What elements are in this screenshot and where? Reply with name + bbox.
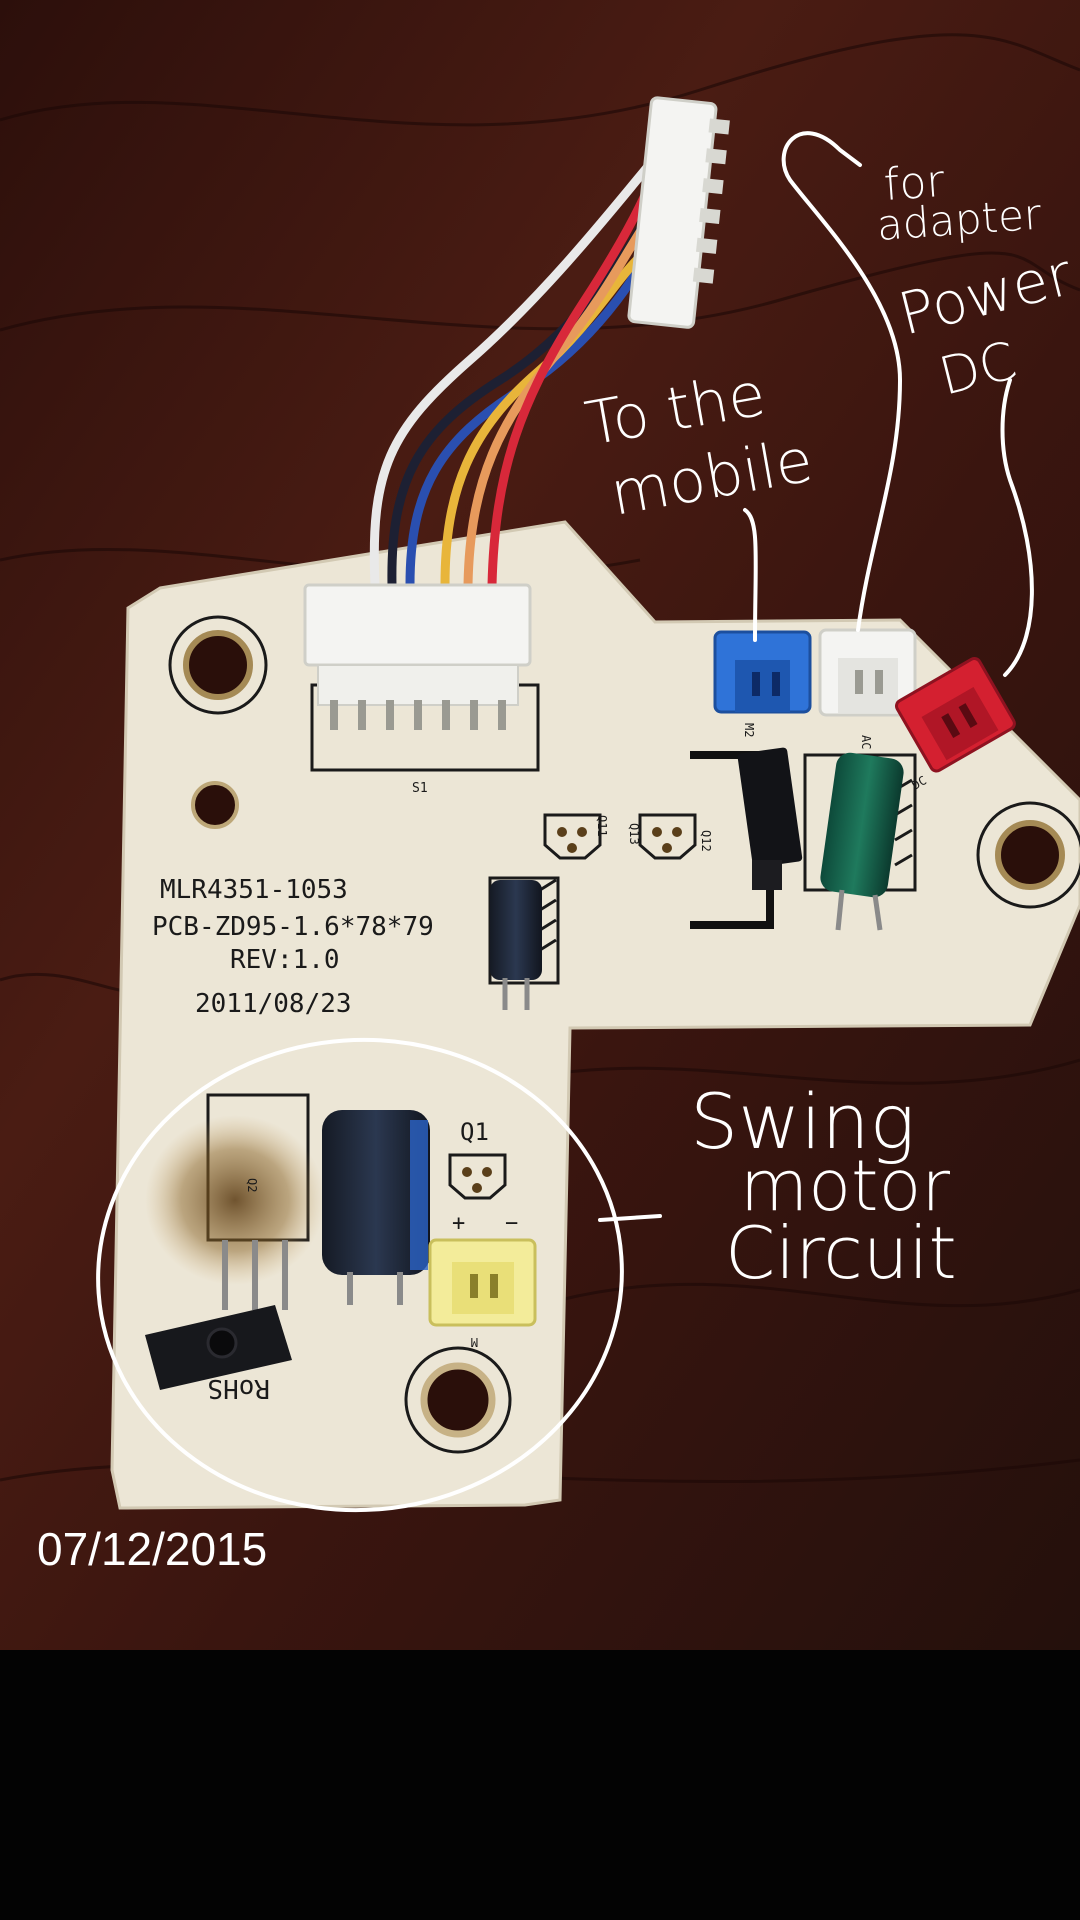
s1-header-connector (303, 583, 532, 730)
annotation-swing-line3: Circuit (725, 1211, 957, 1295)
red-connector-power (894, 657, 1016, 773)
pcb-plus: + (452, 1211, 465, 1236)
annotation-strokes (96, 131, 1034, 1513)
m2-transistor (737, 747, 803, 890)
solder-pads (462, 827, 682, 1193)
annotation-adapter-line2: adapter (875, 190, 1043, 250)
mounting-hole-right (976, 801, 1080, 909)
pcb-q13-label: Q13 (627, 823, 641, 845)
pcb-q2-label: Q2 (245, 1178, 259, 1192)
mounting-hole-top-left (168, 615, 268, 715)
blue-connector-mobile (713, 630, 812, 714)
small-capacitor (490, 880, 542, 1010)
large-capacitor (322, 1110, 430, 1305)
black-band (0, 1650, 1080, 1920)
yellow-connector-motor (428, 1238, 537, 1327)
green-capacitor (820, 752, 904, 931)
pcb-q11-label: Q11 (595, 815, 609, 837)
pcb-rohs: RoHS (207, 1373, 270, 1403)
pcb-s1-label: S1 (412, 781, 428, 796)
pcb-m2-label: M2 (742, 723, 756, 737)
pcb-revision: REV:1.0 (230, 945, 340, 975)
burn-mark (145, 1115, 325, 1285)
mounting-hole-bottom (404, 1346, 512, 1454)
pcb-m-label: M (471, 1335, 478, 1349)
annotation-adapter-line1: for (882, 156, 947, 211)
white-connector-adapter (818, 628, 917, 717)
mounting-hole-small (191, 781, 239, 829)
annotation-swing-line1: Swing (690, 1077, 915, 1166)
pcb-dc-label: DC (910, 773, 930, 792)
photo-timestamp: 07/12/2015 (37, 1523, 267, 1575)
top-connector (627, 96, 730, 329)
pcb-q12-label: Q12 (699, 830, 713, 852)
pcb-minus: − (505, 1211, 518, 1236)
pcb-part-number: MLR4351-1053 (160, 875, 348, 905)
pcb-ac-label: AC (859, 735, 873, 749)
q2-regulator (145, 1240, 292, 1390)
pcb-code: PCB-ZD95-1.6*78*79 (152, 912, 434, 942)
annotation-swing-line2: motor (740, 1145, 950, 1227)
pcb-q1-label: Q1 (460, 1118, 489, 1146)
pcb-date: 2011/08/23 (195, 989, 352, 1019)
